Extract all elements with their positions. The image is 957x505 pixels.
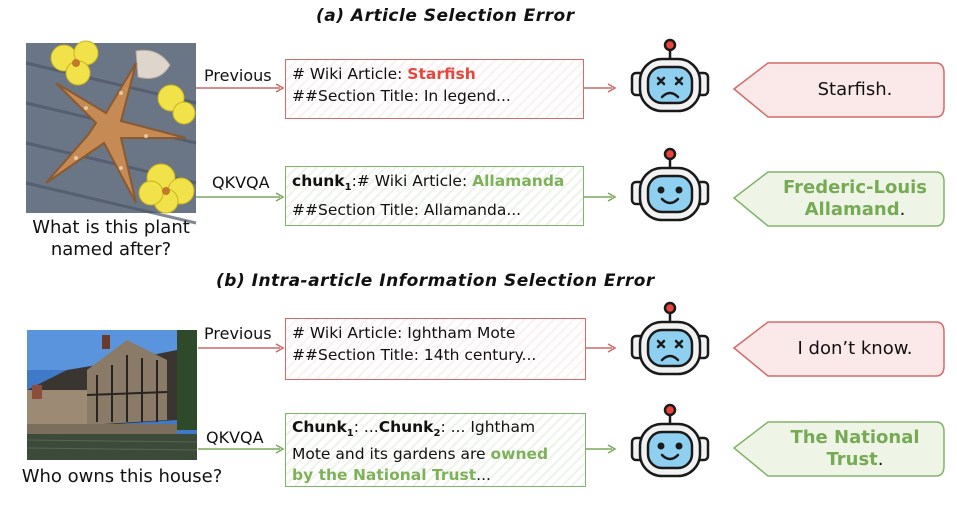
qkvqa-answer-a: Frederic-Louis Allamand.	[768, 177, 942, 221]
box-line1-rest: : ... Ightham	[440, 418, 536, 436]
qkvqa-answer-b: The National Trust.	[768, 427, 942, 471]
chunk-subscript: 1	[344, 182, 352, 194]
panel-a-previous-label: Previous	[204, 66, 272, 85]
box-line1-prefix: # Wiki Article:	[292, 65, 408, 83]
robot-sad-icon	[630, 301, 710, 376]
starfish-flower-photo	[25, 40, 197, 225]
panel-b-previous-label: Previous	[204, 324, 272, 343]
answer-period: .	[877, 449, 884, 470]
box-line3-suffix: ...	[476, 466, 491, 485]
robot-happy-icon	[630, 403, 710, 478]
answer-line1: The National	[790, 427, 920, 448]
chunk1-label: Chunk	[292, 418, 347, 436]
previous-answer-b: I don’t know.	[797, 338, 913, 359]
robot-happy-icon	[630, 147, 710, 222]
panel-a-question: What is this plant named after?	[32, 217, 190, 260]
panel-b-question: Who owns this house?	[21, 466, 223, 487]
answer-period: .	[899, 199, 906, 220]
panel-b-title: (b) Intra-article Information Selection …	[216, 271, 655, 291]
panel-a-qkvqa-retrieval-box: chunk1:# Wiki Article: Allamanda ##Secti…	[285, 166, 584, 226]
chunk2-subscript: 2	[433, 428, 441, 440]
evidence-highlight-2: by the National Trust	[292, 466, 477, 485]
panel-a-qkvqa-label: QKVQA	[212, 173, 270, 192]
speech-bubble-previous-a	[732, 62, 945, 118]
box-line2: ##Section Title: Allamanda...	[292, 201, 522, 220]
previous-answer-a: Starfish.	[817, 79, 893, 100]
panel-b-qkvqa-label: QKVQA	[206, 428, 264, 447]
box-line2: ##Section Title: 14th century...	[292, 346, 537, 364]
answer-line2: Allamand	[804, 199, 900, 220]
house-photo	[26, 330, 198, 460]
chunk-separator: : ...	[353, 418, 379, 436]
panel-b-previous-retrieval-box: # Wiki Article: Ightham Mote ##Section T…	[285, 318, 586, 380]
answer-line1: Frederic-Louis	[782, 177, 928, 198]
correct-article-highlight: Allamanda	[472, 172, 565, 190]
box-line1: # Wiki Article: Ightham Mote	[292, 324, 516, 342]
box-line2-prefix: Mote and its gardens are	[292, 445, 491, 464]
speech-bubble-previous-b	[732, 321, 945, 377]
chunk-label: chunk	[292, 172, 345, 190]
panel-a-previous-retrieval-box: # Wiki Article: Starfish ##Section Title…	[285, 59, 584, 119]
chunk1-subscript: 1	[346, 428, 354, 440]
evidence-highlight-1: owned	[490, 445, 549, 464]
box-line2: ##Section Title: In legend...	[292, 87, 511, 105]
panel-b-qkvqa-retrieval-box: Chunk1: ...Chunk2: ... Ightham Mote and …	[285, 413, 586, 487]
answer-line2: Trust	[826, 449, 878, 470]
panel-a-title: (a) Article Selection Error	[316, 6, 575, 26]
speech-bubble-qkvqa-b	[732, 421, 945, 477]
chunk2-label: Chunk	[378, 418, 434, 436]
robot-sad-icon	[630, 38, 710, 113]
box-line1-prefix: :# Wiki Article:	[351, 172, 473, 190]
speech-bubble-qkvqa-a	[732, 171, 945, 227]
wrong-article-highlight: Starfish	[407, 65, 476, 83]
